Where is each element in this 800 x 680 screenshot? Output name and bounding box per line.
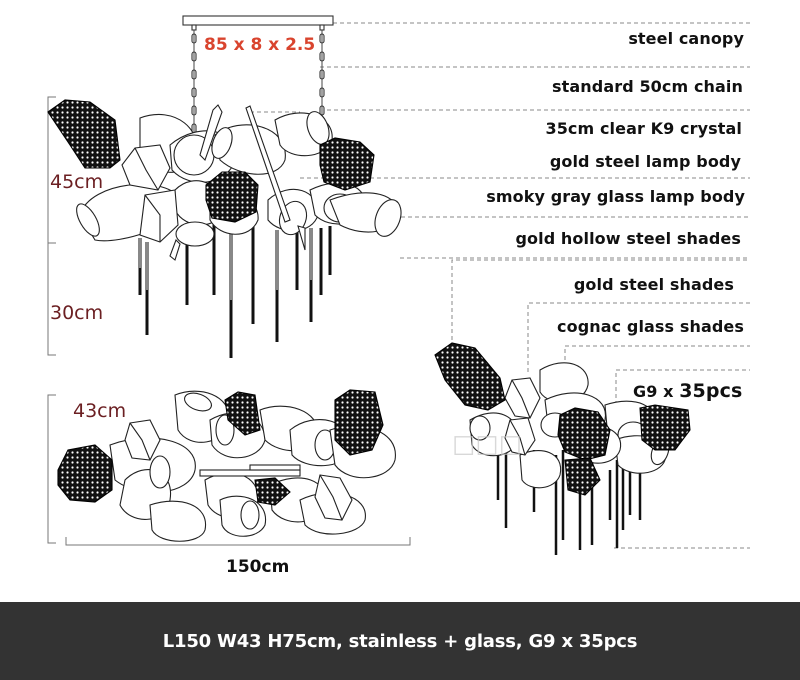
label-cognac-shades: cognac glass shades	[557, 317, 744, 336]
label-steel-canopy: steel canopy	[628, 29, 744, 48]
leader-lines	[250, 22, 750, 549]
watermark: ☐☐☐	[452, 432, 522, 462]
label-gold-lamp-body: gold steel lamp body	[549, 152, 741, 171]
bulb-prefix: G9 x	[633, 382, 680, 401]
dimension-brackets	[47, 96, 411, 546]
label-chain: standard 50cm chain	[552, 77, 743, 96]
label-gold-hollow-shades: gold hollow steel shades	[515, 229, 741, 248]
spec-footer: L150 W43 H75cm, stainless + glass, G9 x …	[0, 602, 800, 680]
front-view-chandelier	[47, 15, 402, 358]
spec-footer-text: L150 W43 H75cm, stainless + glass, G9 x …	[162, 630, 638, 652]
perspective-view-chandelier	[434, 342, 691, 555]
bulb-count: 35pcs	[679, 380, 743, 402]
canopy-dimensions: 85 x 8 x 2.5	[204, 35, 316, 55]
label-smoky-lamp-body: smoky gray glass lamp body	[486, 187, 745, 206]
label-gold-steel-shades: gold steel shades	[573, 275, 734, 294]
dim-upper-height: 45cm	[50, 171, 104, 193]
top-view-chandelier	[57, 389, 396, 542]
label-bulb-count: G9 x 35pcs	[633, 380, 742, 402]
dim-width: 43cm	[73, 400, 127, 422]
dim-lower-height: 30cm	[50, 302, 104, 324]
label-crystal: 35cm clear K9 crystal	[545, 119, 742, 138]
dim-length: 150cm	[226, 557, 290, 577]
